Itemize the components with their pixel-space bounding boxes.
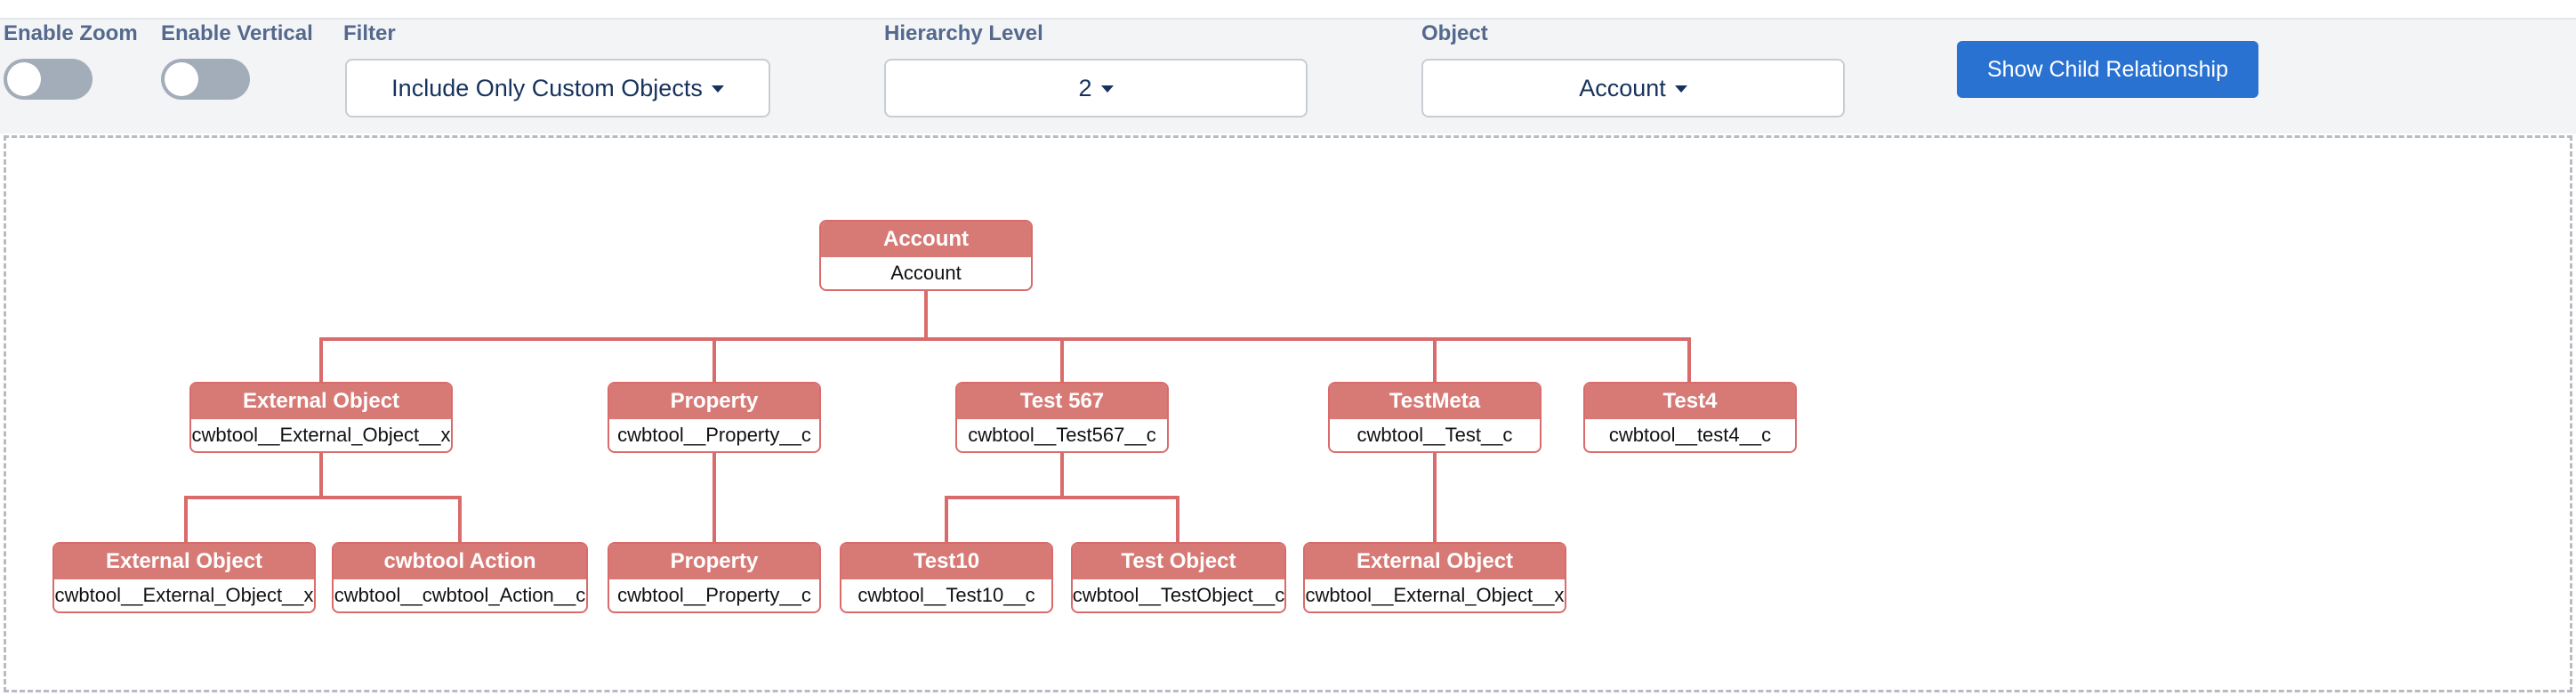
filter-select[interactable]: Include Only Custom Objects [345,59,770,117]
node-api-name: cwbtool__Test567__c [968,424,1156,446]
node-title: TestMeta [1330,384,1540,419]
tree-node[interactable]: cwbtool Action cwbtool__cwbtool_Action__… [332,542,588,613]
node-title: cwbtool Action [334,544,586,579]
enable-vertical-label: Enable Vertical [161,21,313,45]
node-title: Property [609,544,819,579]
hierarchy-canvas[interactable]: Account Account External Object cwbtool_… [4,135,2572,692]
hierarchy-level-select[interactable]: 2 [884,59,1308,117]
enable-zoom-label: Enable Zoom [4,21,138,45]
chevron-down-icon [1674,85,1687,93]
tree-node[interactable]: Test4 cwbtool__test4__c [1583,382,1797,453]
top-strip [0,0,2576,20]
node-api-name: cwbtool__Property__c [617,584,811,606]
node-title: Test Object [1073,544,1284,579]
enable-vertical-toggle[interactable] [161,59,250,100]
tree-node-root[interactable]: Account Account [819,220,1033,291]
node-api-name: cwbtool__test4__c [1608,424,1772,446]
node-api-name: cwbtool__Test__c [1356,424,1513,446]
node-title: External Object [54,544,314,579]
tree-node[interactable]: Test Object cwbtool__TestObject__c [1071,542,1286,613]
node-api-name: cwbtool__External_Object__x [54,584,314,606]
object-value: Account [1579,74,1666,101]
node-api-name: cwbtool__Test10__c [857,584,1035,606]
show-child-relationship-button[interactable]: Show Child Relationship [1957,41,2258,98]
filter-label: Filter [343,21,396,45]
node-api-name: Account [890,262,962,284]
node-api-name: cwbtool__cwbtool_Action__c [334,584,586,606]
chevron-down-icon [1100,85,1114,93]
tree-node[interactable]: Property cwbtool__Property__c [608,542,821,613]
toolbar: Enable Zoom Enable Vertical Filter Inclu… [0,20,2576,134]
tree-node[interactable]: Test 567 cwbtool__Test567__c [955,382,1169,453]
tree-node[interactable]: External Object cwbtool__External_Object… [1303,542,1566,613]
node-title: Test10 [841,544,1051,579]
node-api-name: cwbtool__External_Object__x [191,424,451,446]
toggle-knob [165,62,198,96]
tree-node[interactable]: TestMeta cwbtool__Test__c [1328,382,1542,453]
toggle-knob [7,62,41,96]
tree-node[interactable]: External Object cwbtool__External_Object… [189,382,453,453]
node-title: Test 567 [957,384,1167,419]
object-label: Object [1421,21,1488,45]
tree-node[interactable]: External Object cwbtool__External_Object… [52,542,316,613]
enable-zoom-toggle[interactable] [4,59,93,100]
node-title: Test4 [1585,384,1795,419]
chevron-down-icon [711,85,724,93]
node-api-name: cwbtool__External_Object__x [1305,584,1565,606]
tree-node[interactable]: Test10 cwbtool__Test10__c [840,542,1053,613]
node-title: Account [821,222,1031,257]
tree-connectors [184,287,1691,542]
hierarchy-level-value: 2 [1078,74,1092,101]
node-api-name: cwbtool__Property__c [617,424,811,446]
node-api-name: cwbtool__TestObject__c [1072,584,1285,606]
filter-value: Include Only Custom Objects [391,74,703,101]
node-title: Property [609,384,819,419]
tree-node[interactable]: Property cwbtool__Property__c [608,382,821,453]
hierarchy-level-label: Hierarchy Level [884,21,1043,45]
node-title: External Object [1305,544,1565,579]
object-select[interactable]: Account [1421,59,1845,117]
node-title: External Object [191,384,451,419]
